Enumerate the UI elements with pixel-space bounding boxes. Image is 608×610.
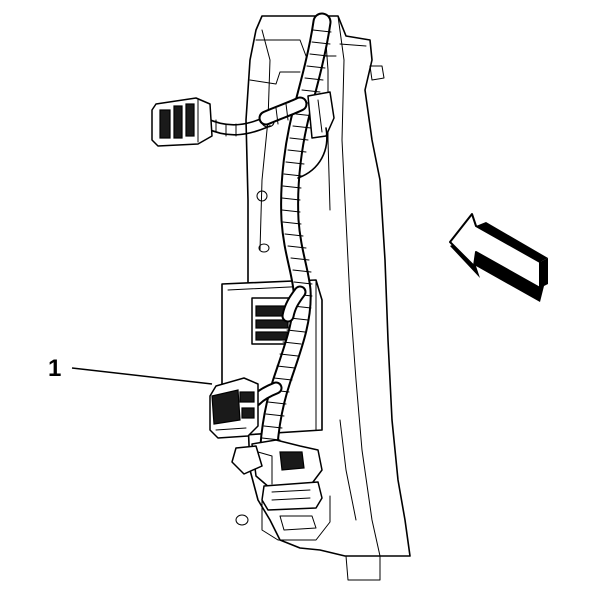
callout-1-leader-line — [71, 367, 213, 385]
lower-connector — [209, 377, 259, 439]
lower-harness-clip — [231, 439, 323, 511]
upper-connector — [151, 97, 213, 147]
view-direction-arrow — [449, 213, 548, 302]
callout-1: 1 — [48, 355, 213, 385]
main-wiring-harness — [249, 12, 335, 480]
callout-1-label: 1 — [48, 355, 61, 382]
